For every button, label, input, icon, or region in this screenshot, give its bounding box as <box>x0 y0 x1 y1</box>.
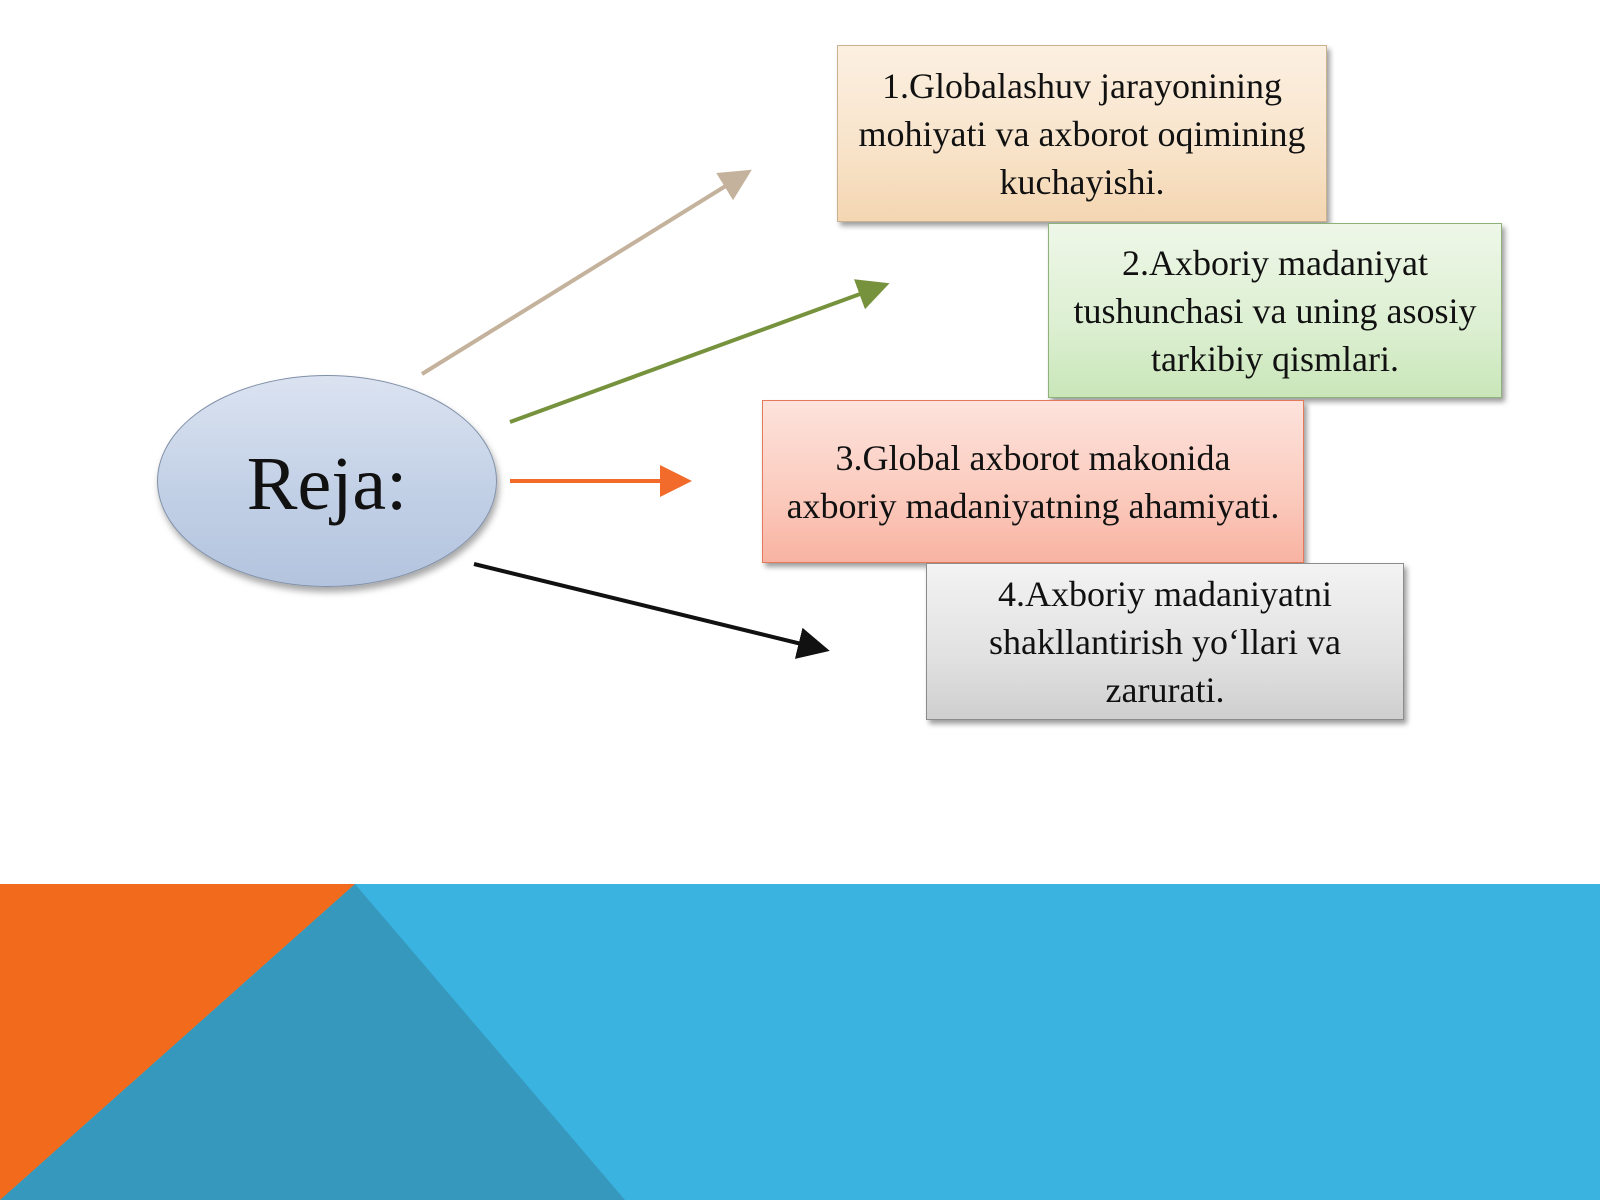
item-text-2: 2.Axboriy madaniyat tushunchasi va uning… <box>1073 242 1477 379</box>
item-text-4: 4.Axboriy madaniyatni shakllantirish yo‘… <box>989 573 1341 710</box>
item-text-1: 1.Globalashuv jarayonining mohiyati va a… <box>858 65 1306 202</box>
arrow-to-item-4 <box>473 562 830 659</box>
center-label: Reja: <box>246 442 408 526</box>
center-ellipse: Reja: <box>157 375 497 587</box>
footer-orange-triangle <box>0 884 355 1200</box>
item-box-4: 4.Axboriy madaniyatni shakllantirish yo‘… <box>926 563 1404 720</box>
item-box-2: 2.Axboriy madaniyat tushunchasi va uning… <box>1048 223 1502 398</box>
footer-band <box>0 884 1600 1200</box>
item-box-1: 1.Globalashuv jarayonining mohiyati va a… <box>837 45 1327 222</box>
arrow-to-item-1 <box>420 169 752 376</box>
item-text-3: 3.Global axborot makonida axboriy madani… <box>786 437 1280 526</box>
arrow-to-item-2 <box>509 279 890 424</box>
footer-dark-triangle <box>0 884 625 1200</box>
item-box-3: 3.Global axborot makonida axboriy madani… <box>762 400 1304 563</box>
